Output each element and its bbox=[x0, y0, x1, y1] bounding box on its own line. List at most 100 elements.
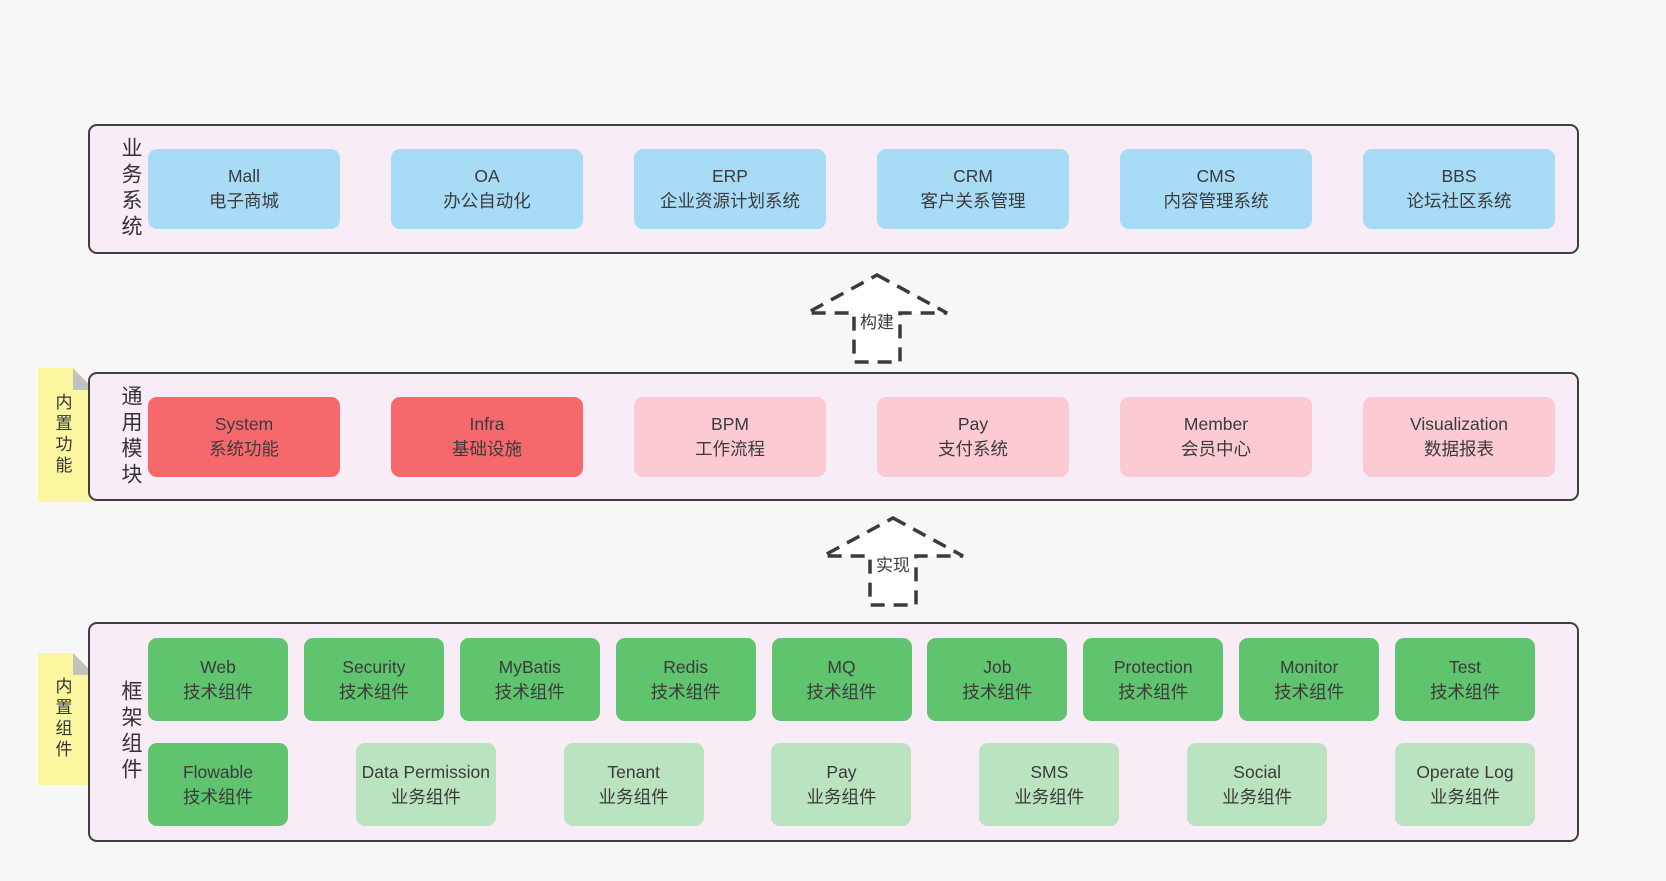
layer-business-label: 业务系统 bbox=[119, 137, 142, 241]
box-title: System bbox=[214, 413, 274, 434]
box-security: Security 技术组件 bbox=[303, 638, 444, 721]
modules-box-row: System 系统功能 Infra 基础设施 BPM 工作流程 Pay 支付系统… bbox=[145, 396, 1577, 477]
box-data-permission: Data Permission 业务组件 bbox=[355, 743, 496, 826]
sticky-note-builtin-components: 内置组件 bbox=[38, 653, 95, 785]
layer-modules-panel: 通用模块 System 系统功能 Infra 基础设施 BPM 工作流程 Pay… bbox=[88, 372, 1579, 501]
components-box-grid: Web 技术组件 Security 技术组件 MyBatis 技术组件 Redi… bbox=[145, 638, 1577, 826]
box-title: MQ bbox=[827, 656, 856, 677]
box-pay-component: Pay 业务组件 bbox=[771, 743, 912, 826]
box-mall: Mall 电子商城 bbox=[148, 149, 340, 229]
box-title: Visualization bbox=[1410, 413, 1508, 434]
box-title: Protection bbox=[1113, 656, 1193, 677]
box-job: Job 技术组件 bbox=[927, 638, 1068, 721]
box-web: Web 技术组件 bbox=[148, 638, 288, 721]
box-erp: ERP 企业资源计划系统 bbox=[634, 149, 826, 229]
box-mq: MQ 技术组件 bbox=[771, 638, 912, 721]
box-title: Operate Log bbox=[1416, 761, 1514, 782]
box-sms: SMS 业务组件 bbox=[979, 743, 1120, 826]
box-subtitle: 会员中心 bbox=[1181, 438, 1251, 459]
box-subtitle: 技术组件 bbox=[1430, 681, 1500, 702]
box-title: Tenant bbox=[607, 761, 660, 782]
box-subtitle: 办公自动化 bbox=[443, 191, 531, 211]
box-title: Flowable bbox=[182, 761, 254, 782]
box-title: Monitor bbox=[1279, 656, 1339, 677]
box-subtitle: 基础设施 bbox=[452, 438, 522, 459]
box-title: SMS bbox=[1030, 761, 1069, 782]
box-title: ERP bbox=[712, 166, 748, 187]
layer-business-panel: 业务系统 Mall 电子商城 OA 办公自动化 ERP 企业资源计划系统 CRM… bbox=[88, 124, 1579, 254]
box-subtitle: 客户关系管理 bbox=[920, 191, 1026, 211]
box-subtitle: 系统功能 bbox=[209, 438, 279, 459]
box-subtitle: 电子商城 bbox=[209, 191, 279, 211]
box-title: Member bbox=[1183, 413, 1249, 434]
box-subtitle: 技术组件 bbox=[494, 681, 565, 702]
box-subtitle: 技术组件 bbox=[1118, 681, 1189, 702]
sticky-note-label: 内置组件 bbox=[52, 677, 72, 761]
layer-components-label: 框架组件 bbox=[119, 680, 142, 784]
box-oa: OA 办公自动化 bbox=[391, 149, 583, 229]
box-title: CMS bbox=[1196, 166, 1236, 187]
box-title: OA bbox=[474, 166, 500, 187]
box-title: BBS bbox=[1441, 166, 1477, 187]
box-subtitle: 工作流程 bbox=[695, 438, 765, 459]
arrow-implement-label: 实现 bbox=[873, 550, 913, 577]
box-title: Job bbox=[983, 656, 1012, 677]
box-subtitle: 业务组件 bbox=[806, 786, 877, 807]
box-subtitle: 技术组件 bbox=[183, 681, 253, 702]
box-title: Redis bbox=[663, 656, 708, 677]
box-title: Web bbox=[200, 656, 236, 677]
box-title: Pay bbox=[957, 413, 989, 434]
layer-components-panel: 框架组件 Web 技术组件 Security 技术组件 MyBatis 技术组件… bbox=[88, 622, 1579, 842]
box-title: Test bbox=[1448, 656, 1482, 677]
box-subtitle: 业务组件 bbox=[390, 786, 461, 807]
up-arrow-implement-icon: 实现 bbox=[818, 515, 968, 609]
box-member: Member 会员中心 bbox=[1120, 396, 1312, 477]
sticky-note-label: 内置功能 bbox=[52, 393, 72, 477]
box-pay: Pay 支付系统 bbox=[877, 396, 1069, 477]
business-box-row: Mall 电子商城 OA 办公自动化 ERP 企业资源计划系统 CRM 客户关系… bbox=[145, 149, 1577, 229]
box-title: CRM bbox=[953, 166, 993, 187]
box-subtitle: 技术组件 bbox=[183, 786, 253, 807]
box-subtitle: 技术组件 bbox=[650, 681, 721, 702]
box-test: Test 技术组件 bbox=[1395, 638, 1535, 721]
box-title: Social bbox=[1233, 761, 1281, 782]
box-crm: CRM 客户关系管理 bbox=[877, 149, 1069, 229]
box-title: Pay bbox=[826, 761, 857, 782]
box-subtitle: 论坛社区系统 bbox=[1406, 191, 1512, 211]
box-bpm: BPM 工作流程 bbox=[634, 396, 826, 477]
arrow-build-label: 构建 bbox=[857, 307, 897, 334]
box-title: Infra bbox=[469, 413, 505, 434]
box-subtitle: 技术组件 bbox=[806, 681, 877, 702]
box-protection: Protection 技术组件 bbox=[1083, 638, 1224, 721]
box-tenant: Tenant 业务组件 bbox=[563, 743, 704, 826]
box-subtitle: 业务组件 bbox=[1014, 786, 1085, 807]
box-subtitle: 业务组件 bbox=[1222, 786, 1293, 807]
box-redis: Redis 技术组件 bbox=[615, 638, 756, 721]
box-bbs: BBS 论坛社区系统 bbox=[1363, 149, 1555, 229]
box-title: Data Permission bbox=[361, 761, 491, 782]
box-social: Social 业务组件 bbox=[1187, 743, 1328, 826]
box-cms: CMS 内容管理系统 bbox=[1120, 149, 1312, 229]
box-subtitle: 企业资源计划系统 bbox=[660, 191, 800, 211]
box-title: Security bbox=[342, 656, 406, 677]
up-arrow-build-icon: 构建 bbox=[802, 272, 952, 366]
sticky-note-builtin-features: 内置功能 bbox=[38, 368, 95, 502]
box-subtitle: 技术组件 bbox=[338, 681, 409, 702]
box-subtitle: 内容管理系统 bbox=[1163, 191, 1269, 211]
box-visualization: Visualization 数据报表 bbox=[1363, 396, 1555, 477]
box-subtitle: 技术组件 bbox=[1274, 681, 1345, 702]
box-subtitle: 技术组件 bbox=[962, 681, 1033, 702]
box-subtitle: 支付系统 bbox=[938, 438, 1008, 459]
box-title: MyBatis bbox=[498, 656, 561, 677]
box-operate-log: Operate Log 业务组件 bbox=[1394, 743, 1535, 826]
layer-modules-label: 通用模块 bbox=[119, 384, 142, 489]
box-subtitle: 业务组件 bbox=[1429, 786, 1500, 807]
box-title: BPM bbox=[711, 413, 749, 434]
box-subtitle: 数据报表 bbox=[1424, 438, 1494, 459]
box-system: System 系统功能 bbox=[148, 396, 340, 477]
box-infra: Infra 基础设施 bbox=[391, 396, 583, 477]
box-subtitle: 业务组件 bbox=[598, 786, 669, 807]
box-monitor: Monitor 技术组件 bbox=[1239, 638, 1380, 721]
box-title: Mall bbox=[227, 166, 261, 187]
